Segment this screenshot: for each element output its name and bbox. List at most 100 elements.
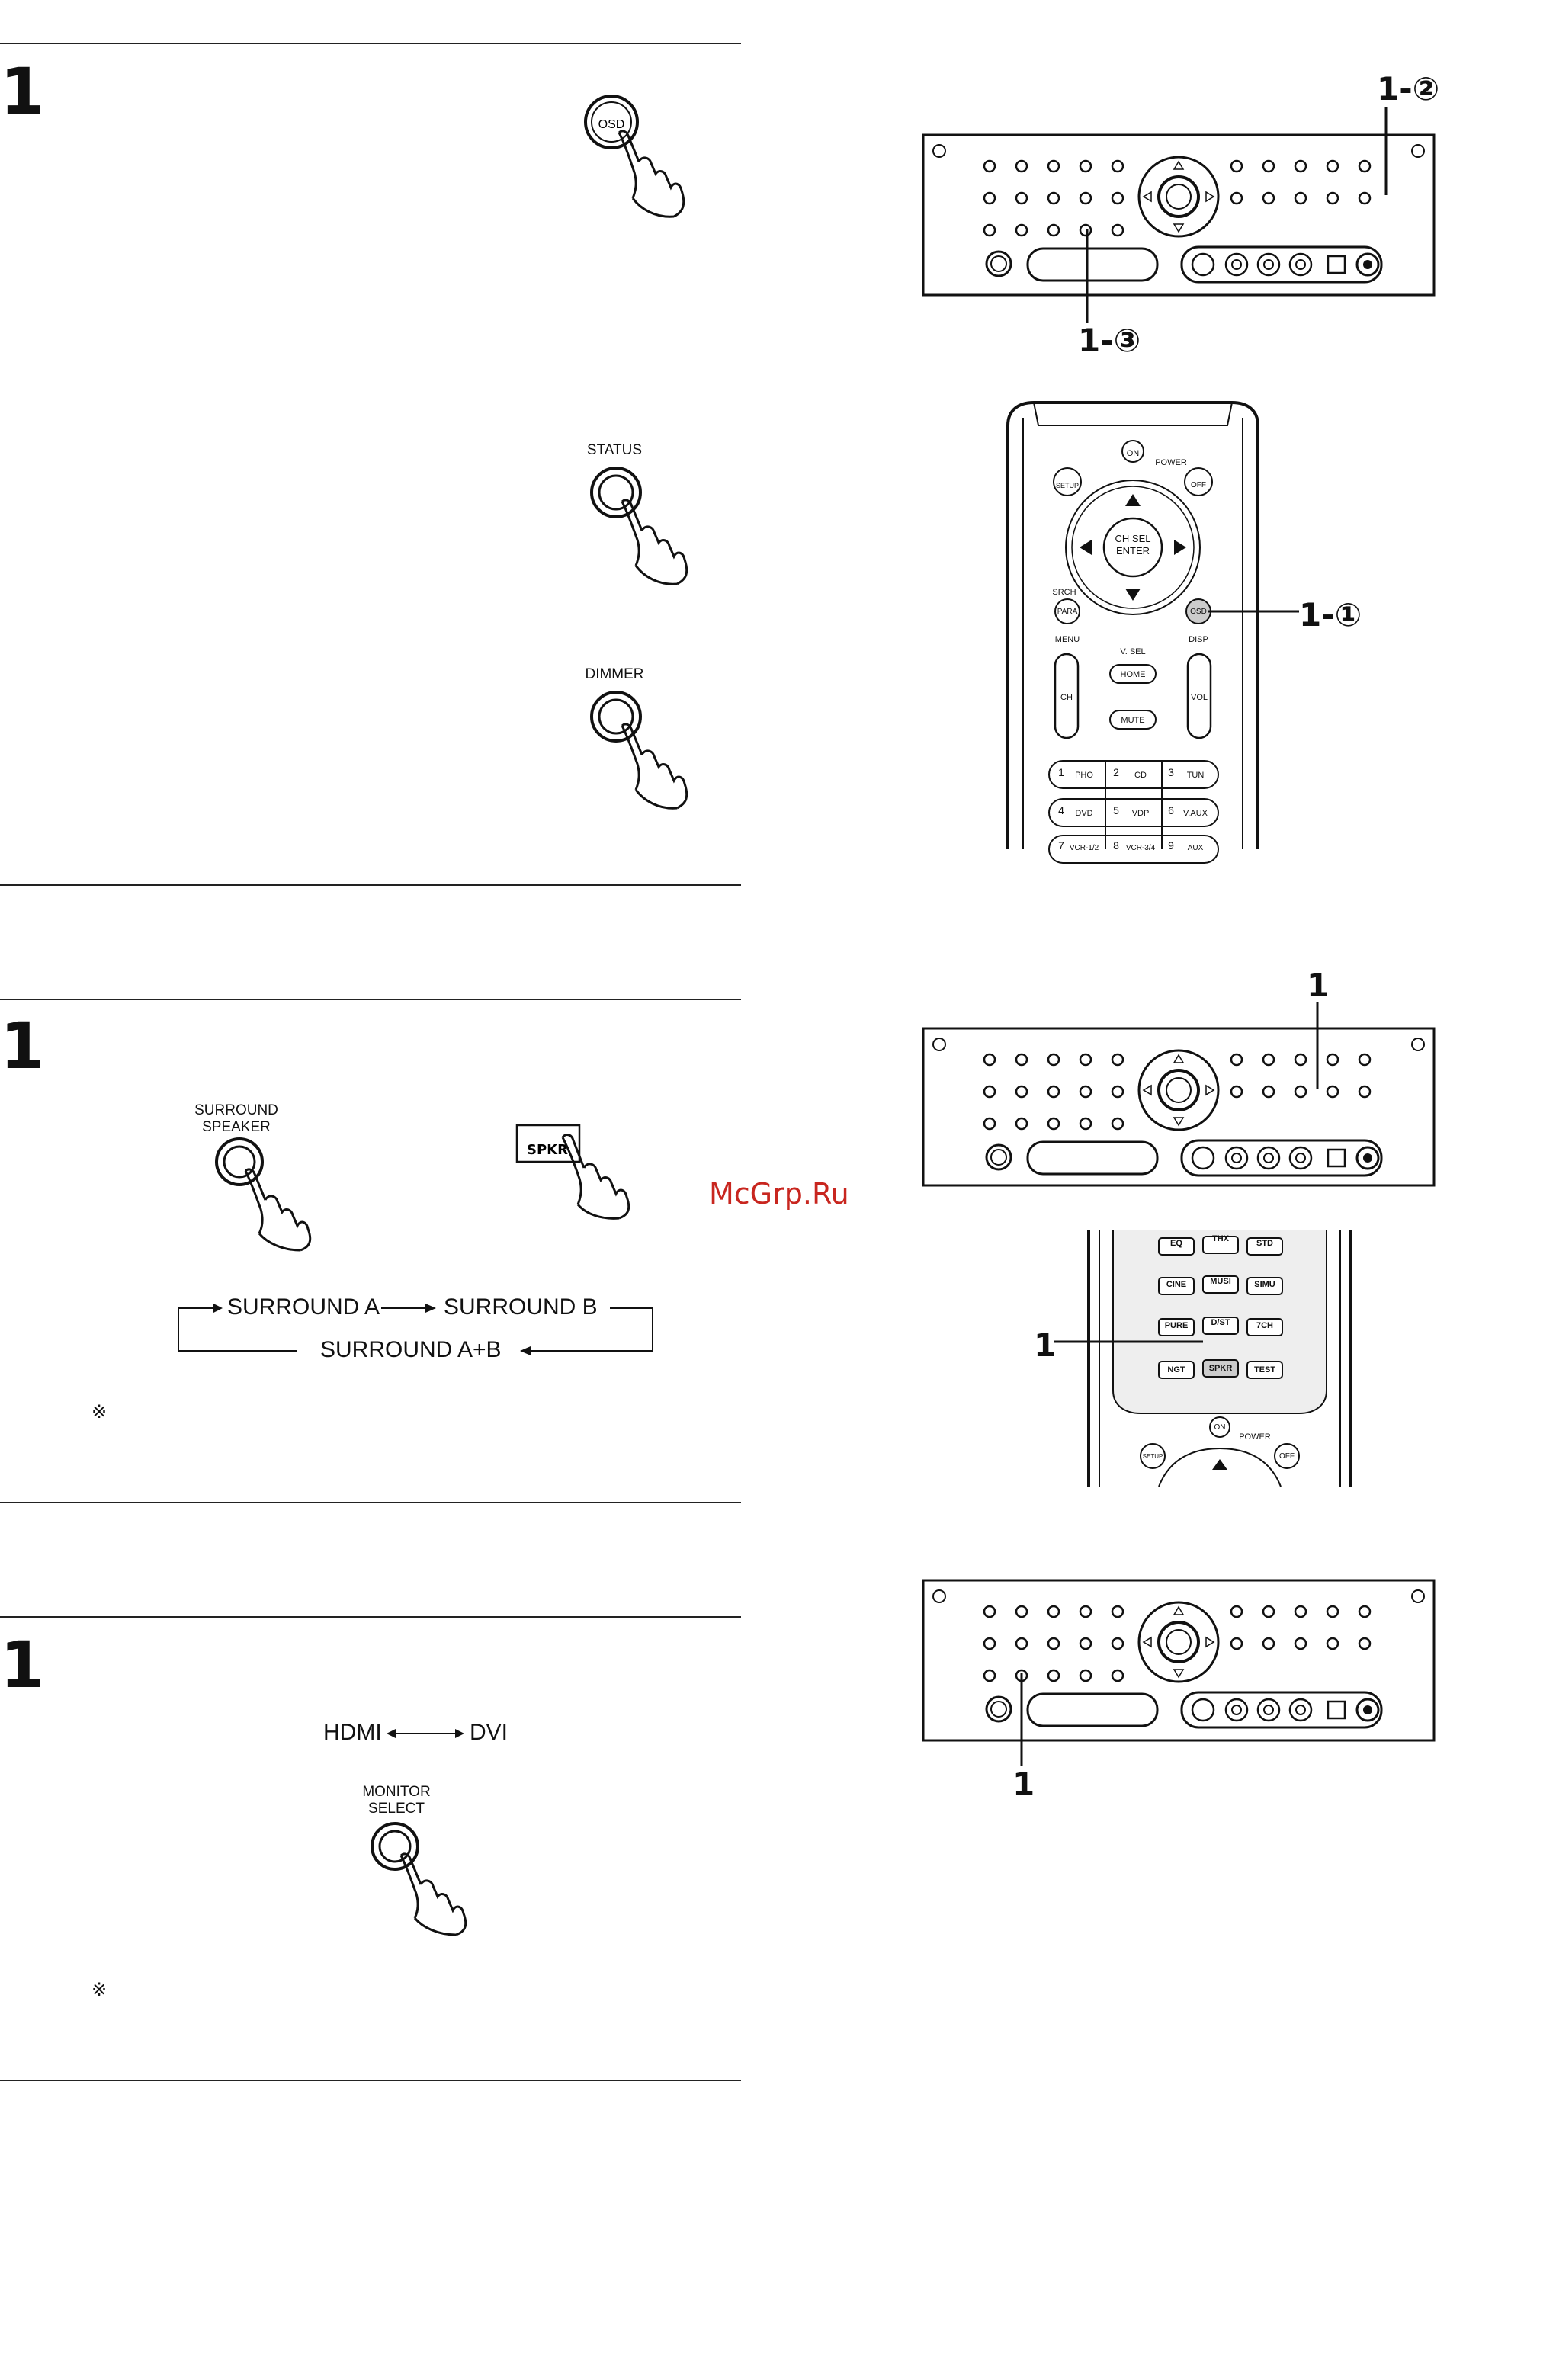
callout-1: 1 — [1307, 967, 1330, 1004]
remote-on-label: ON — [1126, 449, 1140, 458]
panel-button — [1079, 1053, 1092, 1067]
remote2-ngt: NGT — [1167, 1365, 1185, 1374]
remote-key-8: 8 — [1113, 839, 1119, 852]
panel-button — [1015, 1117, 1028, 1131]
section-rule — [0, 884, 741, 886]
panel-button — [1111, 1053, 1124, 1067]
panel-button — [1230, 1053, 1243, 1067]
panel-button — [983, 1053, 996, 1067]
remote-control-diagram — [1006, 401, 1259, 864]
monitor-select-button-illustration — [371, 1822, 467, 1936]
panel-nav-up — [1173, 1605, 1185, 1615]
remote-setup-label: SETUP — [1055, 482, 1079, 489]
section-rule — [0, 1616, 741, 1618]
mount-hole — [1411, 1589, 1425, 1603]
panel-button — [1079, 159, 1092, 173]
panel-button — [983, 1669, 996, 1682]
flow-surround-a: SURROUND A — [227, 1294, 380, 1320]
panel-button — [1079, 191, 1092, 205]
panel-nav-right — [1205, 1636, 1215, 1648]
panel-rca-jack-pin — [1263, 259, 1274, 270]
panel-button — [1079, 1117, 1092, 1131]
mount-hole — [932, 1038, 946, 1051]
remote-key-7-label: VCR-1/2 — [1069, 844, 1099, 852]
remote2-spkr: SPKR — [1208, 1364, 1233, 1373]
remote-para-label: PARA — [1057, 608, 1078, 616]
remote2-thx: THX — [1212, 1234, 1229, 1243]
panel-button — [1079, 1669, 1092, 1682]
panel-button — [983, 1637, 996, 1650]
panel-button — [1262, 191, 1275, 205]
remote2-dst: D/ST — [1211, 1318, 1230, 1327]
front-panel-diagram — [922, 133, 1436, 297]
panel-nav-left — [1142, 1636, 1152, 1648]
panel-button — [1294, 1637, 1307, 1650]
remote-vol-label: VOL — [1190, 693, 1208, 702]
remote-key-8-label: VCR-3/4 — [1125, 844, 1156, 852]
panel-button — [1015, 1085, 1028, 1099]
remote2-power: POWER — [1239, 1432, 1271, 1442]
flow-dvi: DVI — [470, 1720, 509, 1745]
note-mark: ※ — [91, 1979, 107, 2000]
panel-button — [1326, 1085, 1339, 1099]
panel-button — [1358, 159, 1372, 173]
panel-button — [1358, 191, 1372, 205]
hdmi-dvi-arrow — [387, 1729, 464, 1738]
panel-s-video-jack — [1191, 1698, 1215, 1722]
panel-power-knob-inner — [990, 1701, 1007, 1718]
panel-button — [983, 223, 996, 237]
panel-button — [1079, 1637, 1092, 1650]
panel-button — [1111, 1637, 1124, 1650]
panel-button — [1111, 1085, 1124, 1099]
remote2-musi: MUSI — [1210, 1277, 1231, 1286]
remote-ch-label: CH — [1060, 693, 1073, 702]
panel-power-knob-inner — [990, 1149, 1007, 1166]
remote-enter-label: ENTER — [1115, 545, 1150, 557]
panel-button — [1047, 1605, 1060, 1618]
panel-button — [1230, 191, 1243, 205]
dimmer-caption: DIMMER — [585, 666, 644, 682]
remote-key-6-label: V.AUX — [1182, 809, 1208, 818]
remote-key-2: 2 — [1113, 766, 1119, 778]
panel-nav-down — [1173, 223, 1185, 233]
step-number: 1 — [0, 54, 45, 129]
panel-headphone-jack-pin — [1363, 1705, 1372, 1714]
remote-control-diagram — [1087, 1230, 1352, 1487]
panel-button — [1047, 1117, 1060, 1131]
callout-1-leader — [1054, 1340, 1203, 1343]
panel-button — [1326, 159, 1339, 173]
surround-speaker-button-illustration — [215, 1137, 312, 1252]
remote-key-2-label: CD — [1134, 771, 1147, 780]
panel-button — [1358, 1085, 1372, 1099]
panel-optical-jack — [1327, 1148, 1346, 1168]
remote2-std: STD — [1256, 1239, 1273, 1248]
mount-hole — [932, 144, 946, 158]
panel-s-video-jack — [1191, 252, 1215, 277]
panel-button — [1262, 1085, 1275, 1099]
remote-home-label: HOME — [1120, 670, 1146, 679]
panel-button — [1047, 1085, 1060, 1099]
panel-button — [1015, 223, 1028, 237]
panel-button — [1358, 1605, 1372, 1618]
panel-button — [1111, 223, 1124, 237]
panel-button — [1047, 1637, 1060, 1650]
panel-nav-left — [1142, 191, 1152, 203]
flow-surround-ab: SURROUND A+B — [320, 1337, 502, 1362]
section-rule — [0, 999, 741, 1000]
flow-surround-b: SURROUND B — [444, 1294, 598, 1320]
panel-rca-jack-pin — [1295, 1705, 1306, 1715]
panel-rca-jack-pin — [1295, 1153, 1306, 1163]
spkr-label: SPKR — [527, 1142, 568, 1158]
panel-button — [1015, 191, 1028, 205]
panel-button — [1079, 1085, 1092, 1099]
panel-button — [1326, 1637, 1339, 1650]
remote-vsel-label: V. SEL — [1120, 647, 1146, 656]
remote2-on: ON — [1214, 1423, 1226, 1432]
remote2-simu: SIMU — [1254, 1280, 1275, 1289]
mount-hole — [932, 1589, 946, 1603]
panel-nav-up — [1173, 1054, 1185, 1063]
panel-button — [1230, 159, 1243, 173]
panel-rca-jack-pin — [1231, 1153, 1242, 1163]
panel-button — [1294, 191, 1307, 205]
remote-power-label: POWER — [1155, 458, 1187, 467]
